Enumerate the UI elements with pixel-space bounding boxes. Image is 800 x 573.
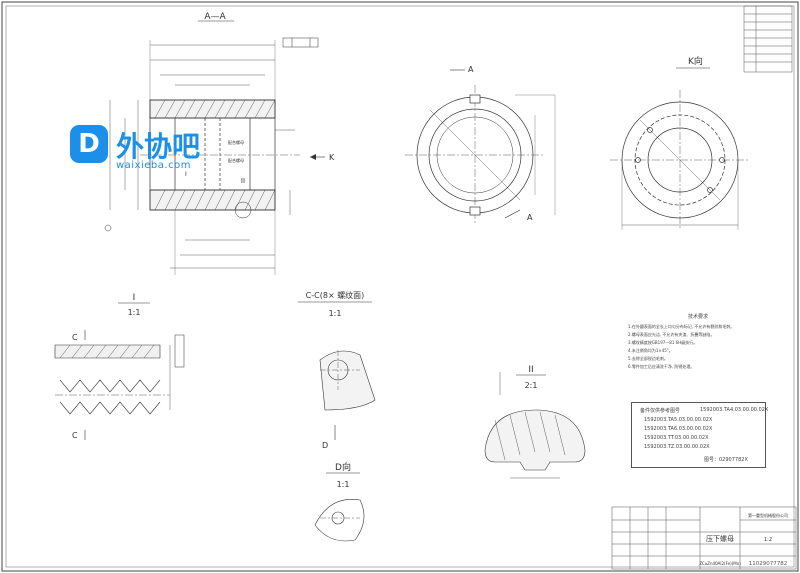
detail-i-view <box>54 330 185 440</box>
related-item: 1592003.TA4.03.00.00.02X <box>700 407 769 413</box>
technical-note: 2.螺母表面应光洁, 不允许有夹渣、折叠等缺陷。 <box>628 332 715 337</box>
detail-ii-scale: 2:1 <box>525 381 538 390</box>
section-cc-title: C-C(8× 螺纹面) <box>306 290 365 300</box>
related-item: 1592003.TA5.03.00.00.02X <box>644 417 713 423</box>
part-name: 压下螺母 <box>706 534 734 543</box>
section-cc-scale: 1:1 <box>329 309 342 318</box>
view-k-title: K向 <box>688 55 703 67</box>
material: ZCuZn40Al2(Fe)(Mn) <box>699 561 741 566</box>
technical-note: 6.零件加工后应清洗干净, 防锈处理。 <box>628 364 695 369</box>
c-top-label: C <box>72 333 78 342</box>
view-d-title: D向 <box>335 461 351 473</box>
circular-view <box>405 69 556 225</box>
ii-marker: II <box>241 177 245 185</box>
a-bottom-label: A <box>527 213 533 222</box>
scale: 1:2 <box>764 537 772 543</box>
related-drawings-box: 备件仅供参考图号 1592003.TA4.03.00.00.02X 159200… <box>631 402 769 468</box>
section-note-1: 配合螺母 <box>228 139 244 145</box>
related-item: 1592003.TZ.03.00.00.02X <box>644 444 710 450</box>
c-bottom-label: C <box>72 431 78 440</box>
detail-i-title: I <box>133 293 136 303</box>
detail-ii-title: II <box>528 365 533 375</box>
section-cc-view <box>319 350 376 440</box>
d-arrow-label: D <box>322 441 328 450</box>
section-note-2: 配合螺母 <box>228 157 244 163</box>
related-item: 1592003.TT.03.00.00.02X <box>644 435 709 441</box>
section-aa-view <box>104 37 319 275</box>
company: 第一重型机械股份公司 <box>748 512 788 518</box>
view-d <box>314 498 365 542</box>
technical-notes-title: 技术要求 <box>687 314 708 320</box>
i-marker: I <box>185 171 187 178</box>
title-block <box>611 506 797 570</box>
k-arrow: K <box>310 153 335 162</box>
related-footer: 图号：02907782X <box>704 457 748 463</box>
drawing-number: 11029077782 <box>749 561 788 567</box>
detail-ii-view <box>484 372 586 479</box>
technical-note: 5.去除全部锐边毛刺。 <box>628 356 668 361</box>
technical-notes: 技术要求 1.在外圆表面的全长上均匀分布标记, 不允许有裂纹和毛刺。 2.螺母表… <box>628 313 768 371</box>
k-arrow-label: K <box>329 153 335 162</box>
logo-name: 外协吧 <box>116 130 201 163</box>
view-d-scale: 1:1 <box>337 480 350 489</box>
logo-url: waixieba.com <box>116 160 191 171</box>
technical-note: 4.未注倒角均为1×45°。 <box>628 348 673 353</box>
related-header: 备件仅供参考图号 <box>640 408 681 414</box>
k-view <box>610 90 750 230</box>
watermark-logo: D 外协吧 waixieba.com <box>70 125 220 175</box>
detail-i-scale: 1:1 <box>128 308 141 317</box>
bom-table <box>743 5 793 73</box>
related-item: 1592003.TA6.03.00.00.02X <box>644 426 713 432</box>
technical-note: 3.螺纹精度按GB197—81 6H级执行。 <box>628 340 698 345</box>
technical-note: 1.在外圆表面的全长上均匀分布标记, 不允许有裂纹和毛刺。 <box>628 324 735 329</box>
logo-icon: D <box>70 125 108 163</box>
a-top-label: A <box>468 65 474 74</box>
section-aa-title: A—A <box>204 12 226 22</box>
inner-border <box>5 5 795 568</box>
